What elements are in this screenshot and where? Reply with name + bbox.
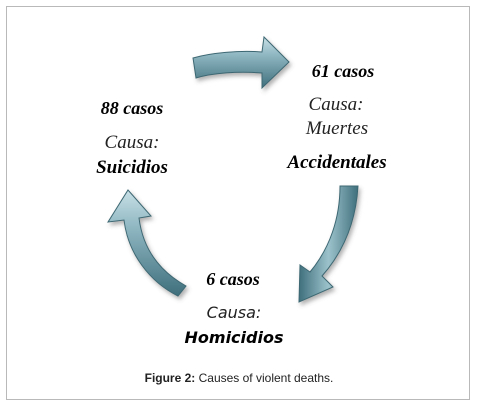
node-cause-label-suicide: Causa: bbox=[105, 132, 160, 153]
node-cause-line1-suicide: Suicidios bbox=[96, 157, 168, 178]
arrow-right-down bbox=[298, 185, 359, 303]
node-count-homicide: 6 casos bbox=[206, 269, 260, 289]
caption-text: Causes of violent deaths. bbox=[195, 371, 334, 385]
node-cause-label-homicide: Causa: bbox=[207, 303, 262, 322]
node-cause-line1-accidental: Muertes bbox=[305, 118, 368, 139]
node-cause-line1-homicide: Homicidios bbox=[185, 328, 284, 347]
arrow-left-up bbox=[107, 189, 187, 297]
figure-caption: Figure 2: Causes of violent deaths. bbox=[0, 371, 478, 385]
node-count-suicide: 88 casos bbox=[101, 98, 164, 118]
node-count-accidental: 61 casos bbox=[312, 61, 375, 81]
node-cause-line2-accidental: Accidentales bbox=[286, 152, 386, 173]
caption-label: Figure 2: bbox=[144, 371, 196, 385]
arrow-top-right bbox=[192, 35, 290, 90]
node-cause-label-accidental: Causa: bbox=[309, 94, 364, 115]
